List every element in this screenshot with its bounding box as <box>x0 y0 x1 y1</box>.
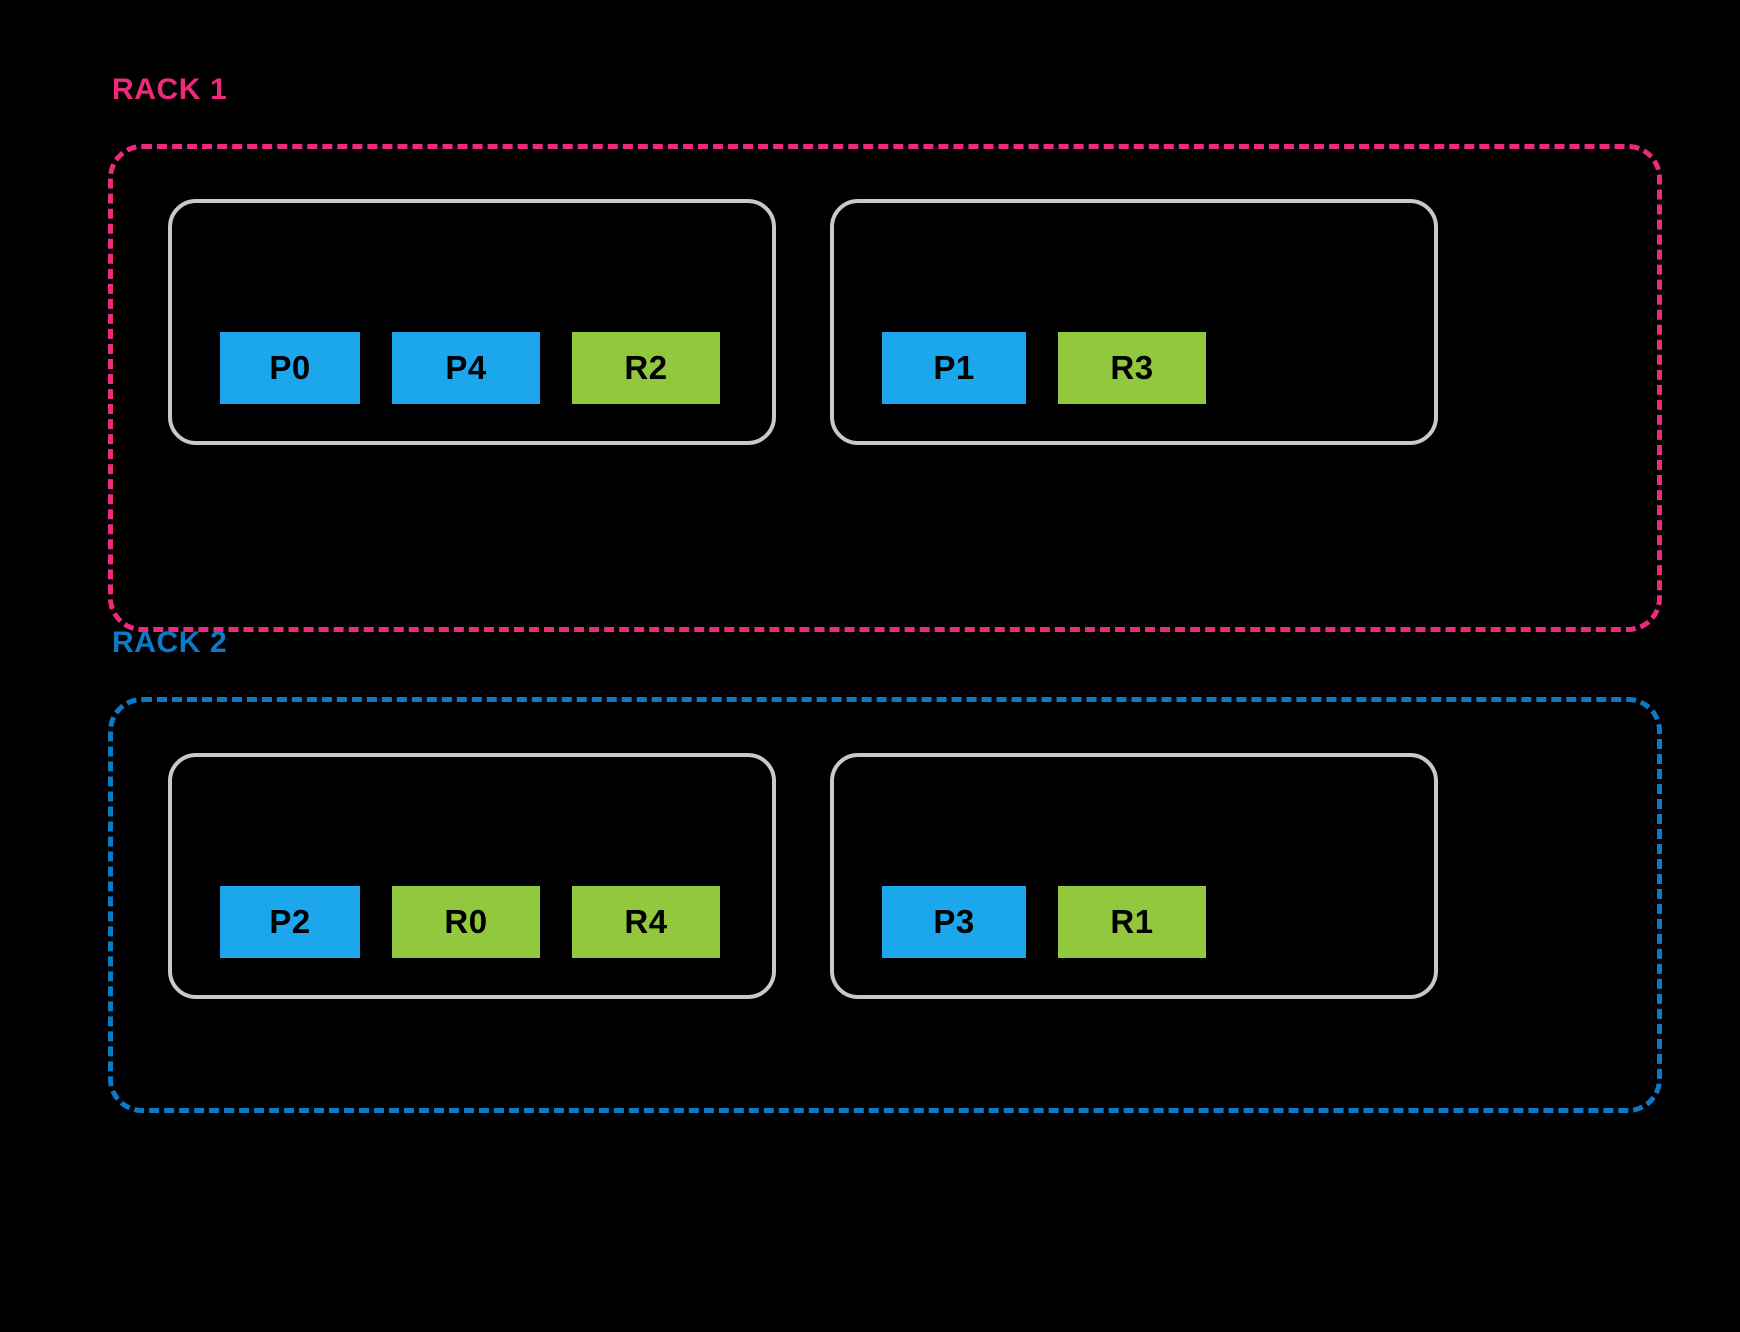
rack-2-label: RACK 2 <box>112 626 228 659</box>
partition-chip-p4[interactable]: P4 <box>392 332 540 404</box>
replica-chip-r2[interactable]: R2 <box>572 332 720 404</box>
partition-chip-p0[interactable]: P0 <box>220 332 360 404</box>
partition-chip-p2[interactable]: P2 <box>220 886 360 958</box>
replica-chip-r1[interactable]: R1 <box>1058 886 1206 958</box>
rack-1-boundary <box>108 144 1662 632</box>
replica-chip-r4[interactable]: R4 <box>572 886 720 958</box>
replica-chip-r0[interactable]: R0 <box>392 886 540 958</box>
partition-chip-p1[interactable]: P1 <box>882 332 1026 404</box>
partition-chip-p3[interactable]: P3 <box>882 886 1026 958</box>
replica-chip-r3[interactable]: R3 <box>1058 332 1206 404</box>
rack-1-server-1 <box>168 199 776 445</box>
rack-2-server-2 <box>830 753 1438 999</box>
rack-2-server-1 <box>168 753 776 999</box>
rack-2-boundary <box>108 697 1662 1113</box>
rack-1-server-2 <box>830 199 1438 445</box>
rack-1-label: RACK 1 <box>112 73 228 106</box>
